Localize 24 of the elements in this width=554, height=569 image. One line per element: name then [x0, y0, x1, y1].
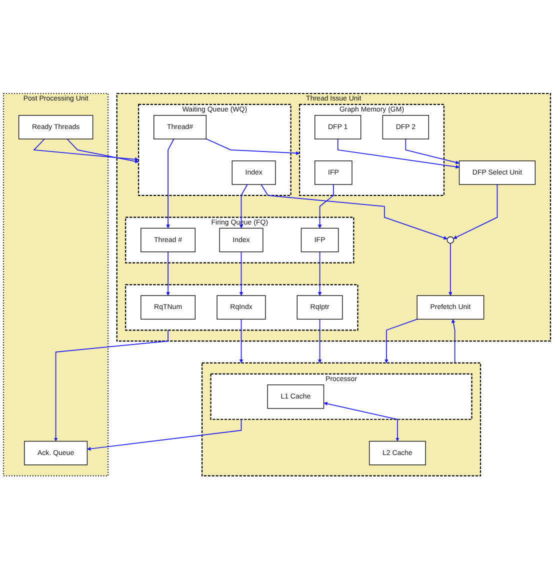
arrow [448, 242, 452, 296]
arrow [318, 318, 322, 363]
arrow [206, 138, 300, 155]
arrow [66, 138, 139, 164]
arrow [239, 251, 244, 296]
arrow [324, 402, 400, 442]
node-circle [446, 236, 454, 244]
arrow [33, 138, 139, 162]
arrow [453, 184, 498, 239]
arrow [166, 251, 170, 296]
arrow [260, 184, 448, 240]
arrow [318, 184, 334, 228]
arrow [239, 318, 244, 363]
arrow [239, 184, 248, 228]
arrow [337, 138, 460, 169]
arrow [384, 318, 418, 363]
arrow [54, 330, 168, 442]
arrow [318, 251, 322, 296]
cluster [202, 362, 482, 476]
arrow [405, 138, 460, 164]
arrow [87, 418, 242, 451]
arrow [451, 318, 456, 364]
arrow [166, 138, 174, 228]
cluster [125, 284, 358, 331]
